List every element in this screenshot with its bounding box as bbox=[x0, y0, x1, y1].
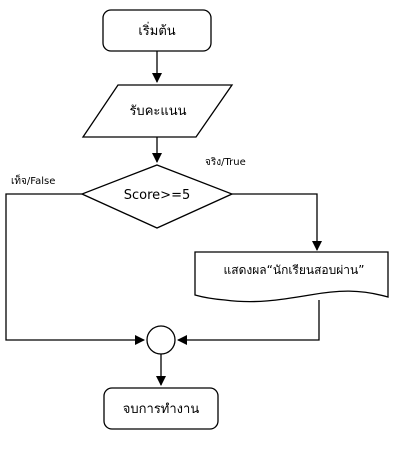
arrow-false-to-merge bbox=[5, 193, 145, 345]
input-node-shape bbox=[81, 84, 234, 138]
arrow-output-to-merge bbox=[177, 300, 320, 345]
input-node: รับคะแนน bbox=[81, 84, 234, 138]
decision-node: Score>=5 bbox=[80, 164, 234, 229]
end-node: จบการทำงาน bbox=[103, 387, 219, 430]
start-node-label: เริ่มต้น bbox=[138, 22, 175, 39]
output-node: แสดงผล“นักเรียนสอบผ่าน” bbox=[194, 251, 389, 303]
false-branch-label: เท็จ/False bbox=[11, 173, 55, 187]
start-node: เริ่มต้น bbox=[102, 9, 212, 52]
input-node-label: รับคะแนน bbox=[129, 104, 186, 119]
end-node-shape bbox=[103, 387, 219, 430]
end-node-label: จบการทำงาน bbox=[123, 402, 200, 417]
decision-node-shape bbox=[80, 164, 234, 229]
output-node-label: แสดงผล“นักเรียนสอบผ่าน” bbox=[224, 263, 365, 277]
decision-node-label: Score>=5 bbox=[124, 188, 190, 203]
true-branch-label: จริง/True bbox=[205, 157, 246, 168]
merge-connector bbox=[146, 325, 176, 355]
output-node-shape bbox=[194, 251, 389, 303]
arrow-true-to-output bbox=[232, 193, 322, 251]
